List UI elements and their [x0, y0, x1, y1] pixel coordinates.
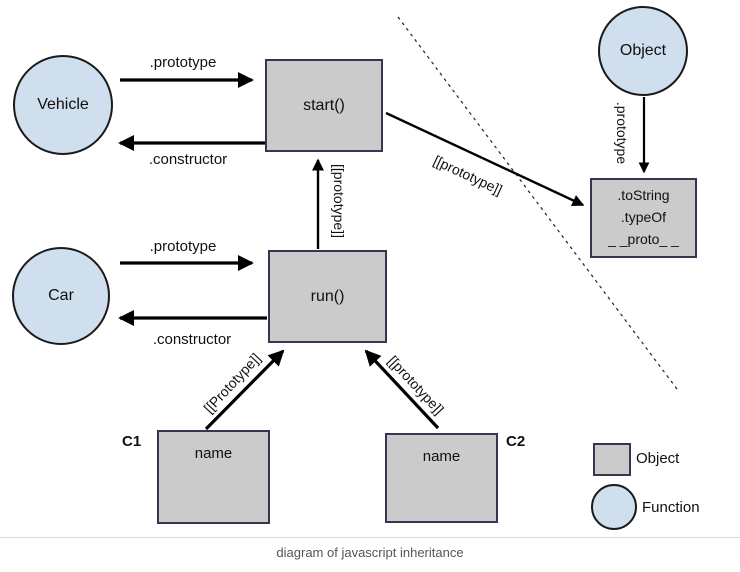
node-vehicle: Vehicle	[13, 55, 113, 155]
proto-box-line-proto: _ _proto_ _	[608, 230, 679, 247]
node-start: start()	[265, 59, 383, 152]
proto-box-line-typeof: .typeOf	[620, 209, 667, 226]
run-to-start-label: [[prototype]]	[331, 164, 347, 238]
node-car: Car	[12, 247, 110, 345]
car-constructor-label: .constructor	[152, 331, 232, 348]
node-object-prototype-box: .toString .typeOf _ _proto_ _	[590, 178, 697, 258]
proto-box-line-tostring: .toString	[617, 187, 670, 204]
legend-function-swatch	[591, 484, 637, 530]
prototype-boundary-dashed-line	[397, 16, 678, 390]
node-c1-instance: name	[157, 430, 270, 524]
start-to-object-prototype-arrow	[385, 111, 585, 207]
c2-tag: C2	[506, 433, 526, 450]
node-vehicle-label: Vehicle	[37, 96, 89, 113]
node-run: run()	[268, 250, 387, 343]
node-car-label: Car	[48, 287, 74, 304]
c2-to-run-arrow	[364, 349, 440, 430]
node-c2-instance: name	[385, 433, 498, 523]
legend-object-label: Object	[636, 450, 680, 467]
vehicle-prototype-label: .prototype	[149, 54, 217, 71]
diagram-caption: diagram of javascript inheritance	[276, 545, 464, 560]
object-prototype-label: .prototype	[614, 101, 630, 165]
c1-tag: C1	[122, 433, 142, 450]
node-object: Object	[598, 6, 688, 96]
node-object-label: Object	[619, 42, 667, 59]
c1-to-run-arrow	[204, 349, 285, 431]
node-c2-label: name	[422, 448, 461, 465]
vehicle-constructor-label: .constructor	[148, 151, 228, 168]
car-prototype-label: .prototype	[149, 238, 217, 255]
legend-function-label: Function	[642, 499, 700, 516]
node-run-label: run()	[310, 287, 345, 305]
legend-object-swatch	[593, 443, 631, 476]
node-c1-label: name	[194, 445, 233, 462]
caption-divider	[0, 537, 740, 538]
node-start-label: start()	[303, 96, 345, 114]
